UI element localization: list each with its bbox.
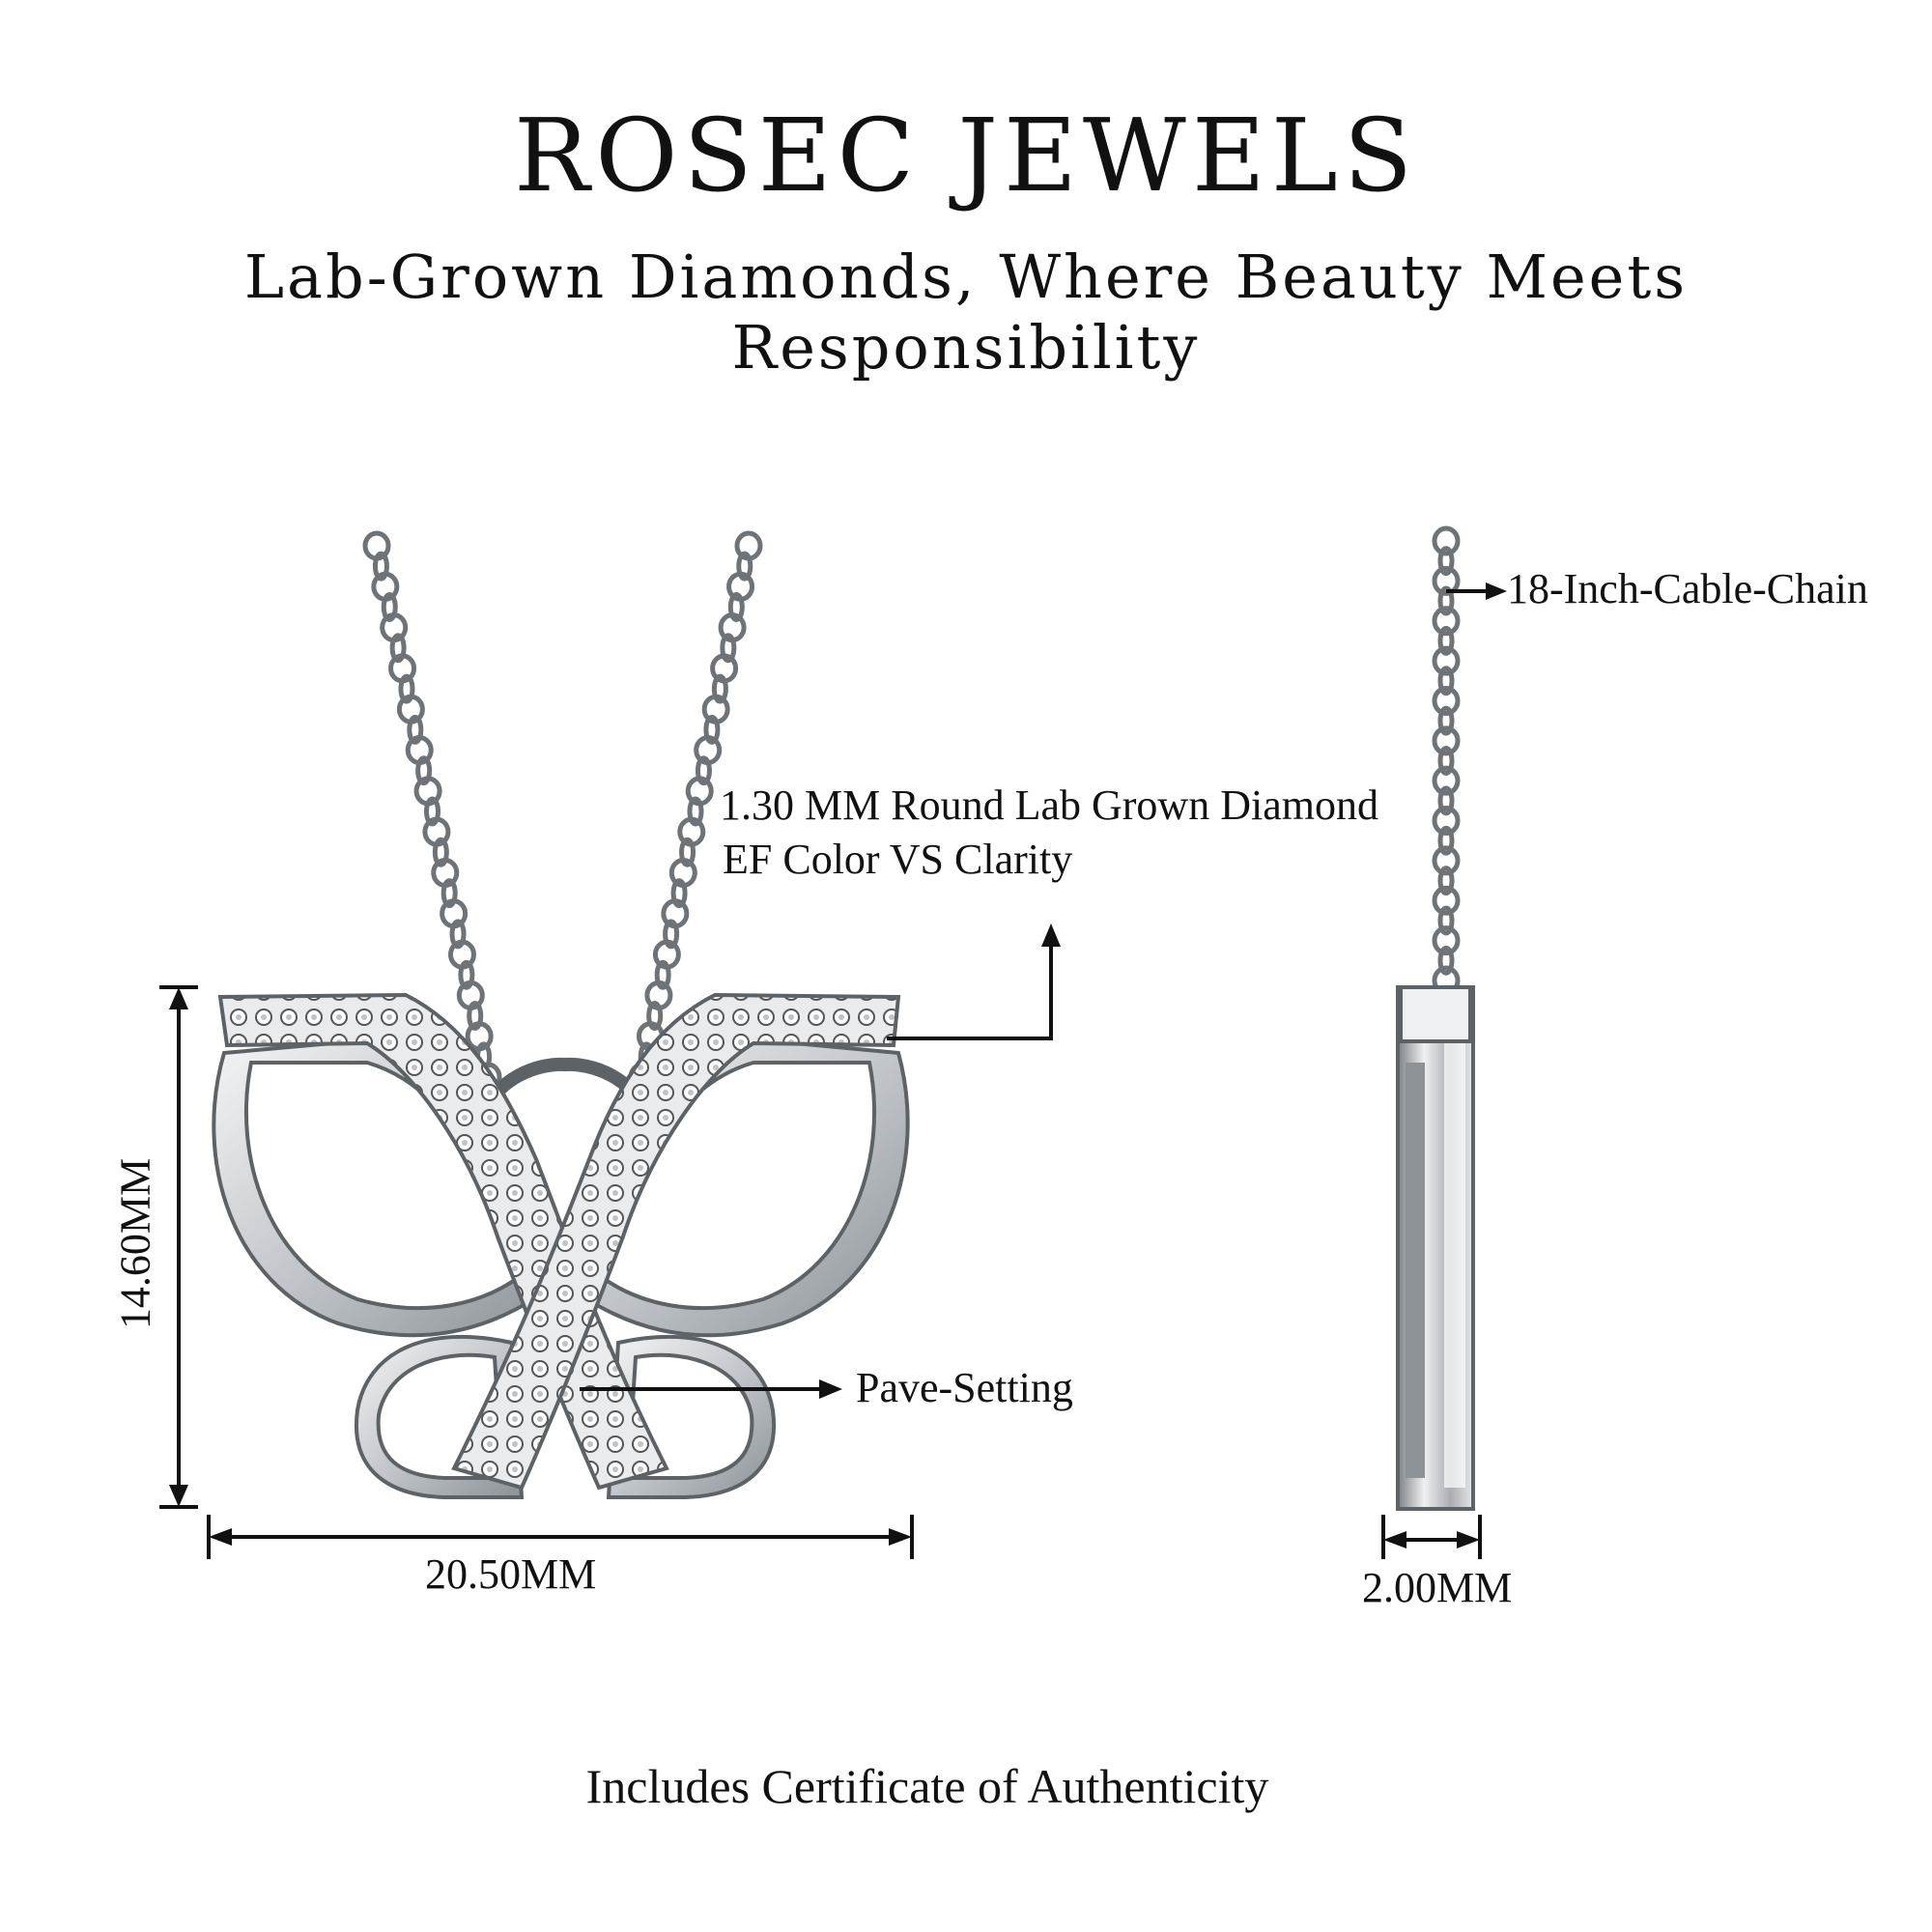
chain-link [1437,705,1455,736]
chain-link [1437,825,1455,856]
chain-link [703,714,721,745]
certificate-note: Includes Certificate of Authenticity [585,1759,1269,1813]
depth-arrow-right [1457,1531,1480,1548]
chain-link [407,714,424,745]
chain-link [389,633,407,664]
chain-link [1432,645,1461,676]
width-arrow-right [889,1528,912,1546]
chain-link [1432,685,1461,716]
side-chain [1432,526,1461,996]
tagline: Lab-Grown Diamonds, Where Beauty Meets R… [243,242,1689,383]
chain-link [1437,866,1455,896]
diamond-callout-line [887,937,1053,1040]
chain-link [1437,585,1455,616]
height-dimension-label: 14.60MM [111,1157,159,1330]
chain-link [1432,885,1461,916]
chain-link [415,755,433,786]
chain-link [679,837,696,867]
chain-link [1432,925,1461,956]
chain-link [458,959,475,990]
chain-link [1432,725,1461,756]
depth-dimension-label: 2.00MM [1362,1564,1513,1611]
diamond-spec-line2: EF Color VS Clarity [723,836,1073,883]
chain-link [687,796,704,827]
chain-link [1437,666,1455,696]
chain-link [695,755,712,786]
width-arrow-left [209,1528,232,1546]
chain-link [381,591,398,622]
chain-link [1432,606,1461,637]
depth-arrow-left [1383,1531,1406,1548]
chain-link [1432,565,1461,596]
height-arrow-bottom [169,1485,188,1507]
chain-link [663,919,680,950]
chain-link [1432,845,1461,876]
chain-link [1432,526,1461,556]
width-dimension-label: 20.50MM [425,1550,597,1598]
chain-link [372,551,389,582]
front-chain [362,530,763,1093]
chain-link [1437,625,1455,656]
diamond-spec-line1: 1.30 MM Round Lab Grown Diamond [720,781,1378,829]
chain-link [1437,905,1455,936]
chain-link [467,1001,484,1032]
chain-link [449,919,467,950]
butterfly-pendant [212,992,910,1499]
chain-link [670,878,688,909]
chain-callout-arrow [1486,582,1507,600]
chain-link [711,673,728,704]
height-arrow-top [169,987,188,1009]
chain-link [1432,806,1461,837]
chain-link [1432,765,1461,796]
chain-link [646,1001,664,1032]
pave-setting-label: Pave-Setting [856,1364,1073,1411]
side-view-pendant [1396,985,1475,1511]
pave-callout-arrow [819,1379,842,1399]
chain-link [727,591,745,622]
chain-link [1437,546,1455,577]
chain-link [432,837,449,867]
chain-link [440,878,458,909]
chain-link [1437,785,1455,816]
dimension-lines [159,582,1507,1559]
chain-link [424,796,440,827]
chain-link [1437,746,1455,776]
right-pave-ribbon [451,992,901,1491]
chain-link [654,959,671,990]
brand-title: ROSEC JEWELS [513,97,1419,214]
chain-link [720,633,737,664]
chain-link [398,673,415,704]
chain-link [1437,945,1455,976]
chain-link [736,551,753,582]
chain-label: 18-Inch-Cable-Chain [1507,565,1868,612]
diamond-callout-arrow [1041,923,1061,947]
